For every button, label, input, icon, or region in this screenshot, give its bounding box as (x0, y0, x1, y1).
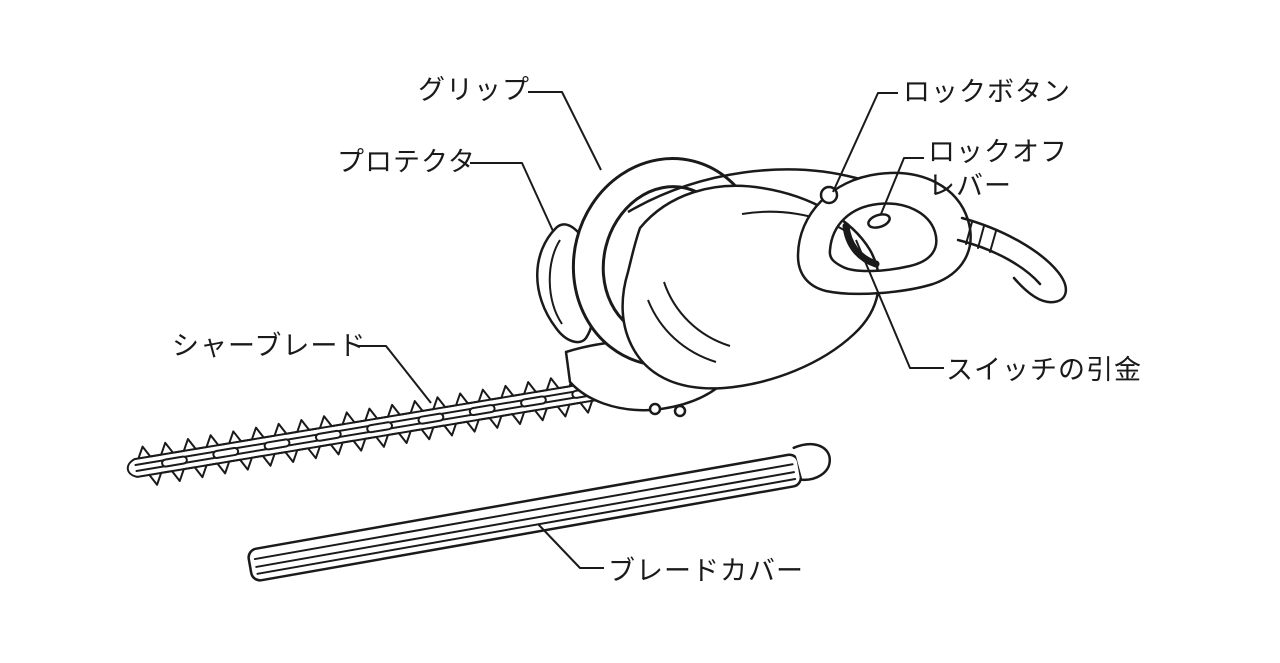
leader-lock-off-lever-line (880, 157, 924, 215)
leader-switch-trigger-line (855, 239, 944, 369)
leader-protector-line (470, 162, 554, 232)
label-shear-blade: シャーブレード (172, 331, 367, 362)
blade-teeth-top (137, 369, 616, 460)
blade-slots (161, 386, 599, 468)
leader-blade-cover-line (537, 523, 604, 569)
protector-inner-line (548, 239, 563, 325)
blade-cover-end-cap (792, 442, 831, 482)
label-lock-off-lever-line2: レバー (928, 171, 1012, 202)
shear-blade-shape (126, 369, 637, 486)
mount-foot-left (648, 402, 662, 416)
leader-lines (358, 91, 944, 569)
switch-trigger-shape (842, 222, 880, 268)
blade-teeth-bottom (148, 397, 605, 486)
label-protector: プロテクタ (337, 147, 476, 178)
label-blade-cover: ブレードカバー (608, 556, 804, 587)
label-grip: グリップ (418, 75, 530, 106)
rear-handle-shape (796, 171, 972, 296)
power-cord-shape (956, 216, 1067, 304)
label-lock-off-lever: ロックオフ レバー (928, 136, 1068, 204)
label-switch-trigger: スイッチの引金 (946, 355, 1142, 386)
lock-off-lever-shape (867, 213, 891, 229)
leader-grip-line (528, 91, 602, 171)
leader-lock-button-line (832, 92, 898, 193)
leader-shear-blade-line (358, 345, 432, 404)
label-lock-off-lever-line1: ロックオフ (928, 137, 1068, 168)
cord-strain-relief-ribs (965, 221, 997, 253)
blade-cover-shape (247, 442, 831, 582)
mount-foot-right (673, 404, 687, 418)
label-lock-button: ロックボタン (903, 77, 1071, 108)
blade-cover-ridges (253, 463, 797, 575)
